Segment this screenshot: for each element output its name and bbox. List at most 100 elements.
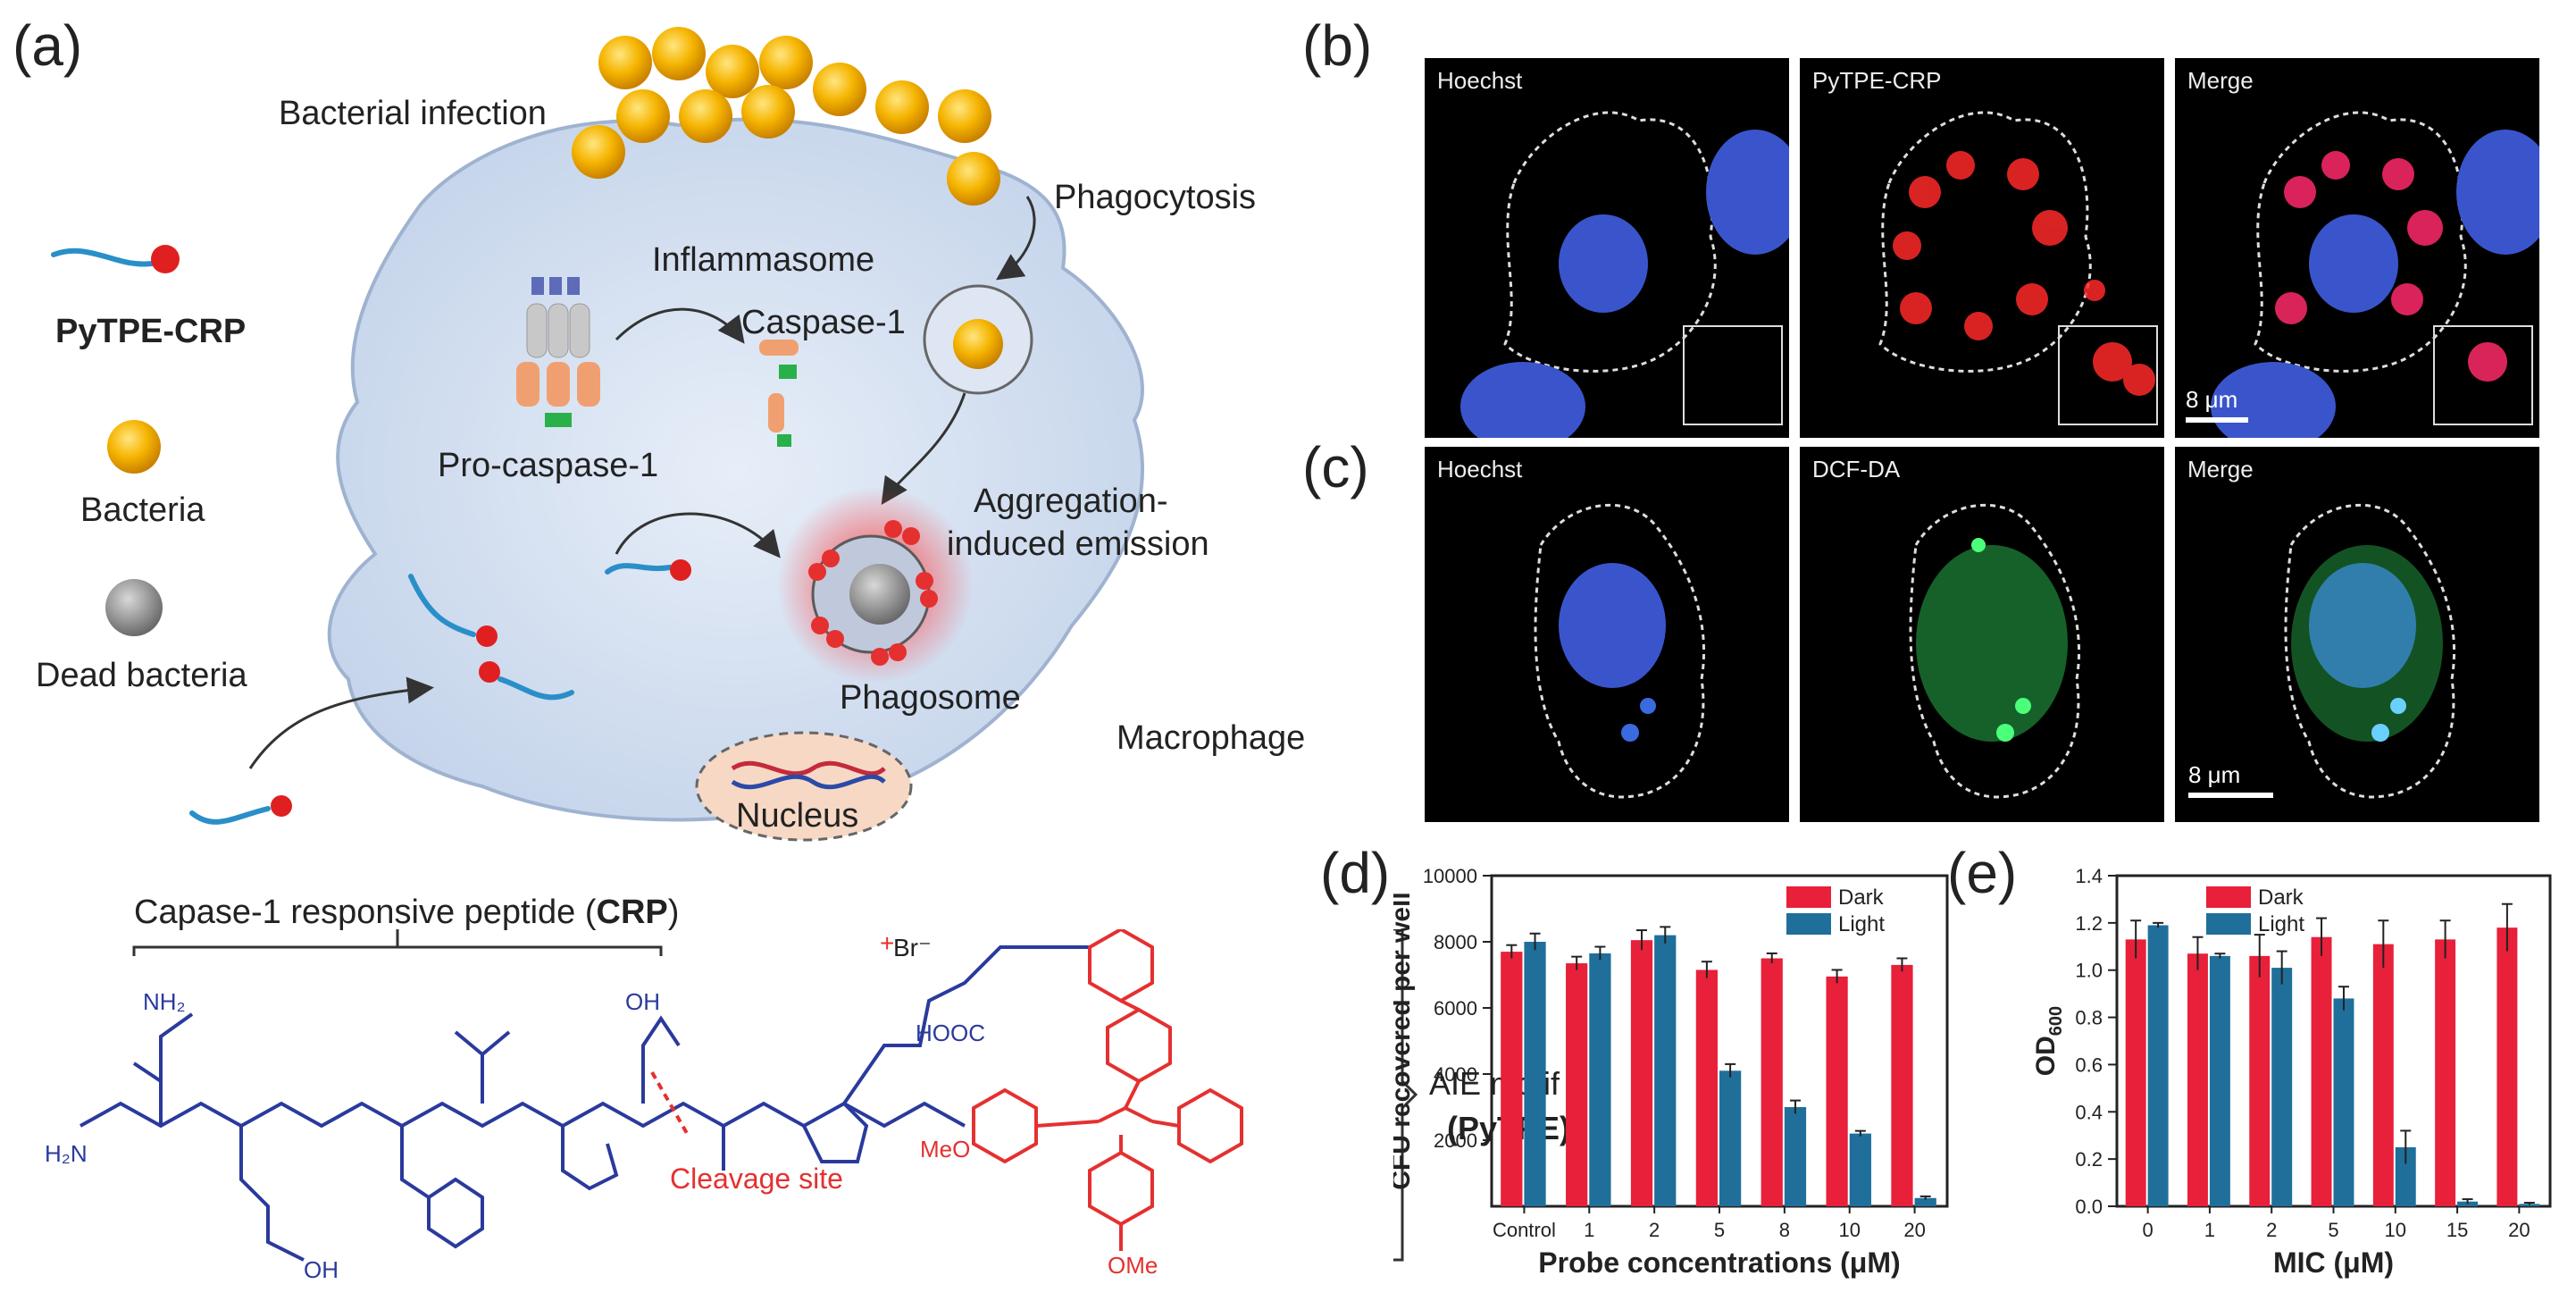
bar-dark <box>2311 936 2332 1206</box>
legend-label-dark: Dark <box>2258 886 2304 910</box>
bar-dark <box>1826 976 1848 1206</box>
bar-light <box>2271 968 2293 1206</box>
x-tick-label: 10 <box>1838 1219 1860 1241</box>
y-tick-label: 8000 <box>1434 931 1477 953</box>
x-tick-label: Control <box>1493 1219 1556 1241</box>
x-tick-label: 0 <box>2143 1219 2154 1241</box>
label-macrophage: Macrophage <box>1117 719 1306 757</box>
bar-light <box>2395 1146 2416 1206</box>
bar-light <box>1654 935 1677 1206</box>
svg-text:H₂N: H₂N <box>45 1140 88 1167</box>
y-tick-label: 0.6 <box>2075 1053 2103 1076</box>
x-tick-label: 5 <box>1714 1219 1725 1241</box>
x-tick-label: 5 <box>2328 1219 2338 1241</box>
panel-label-e: (e) <box>1947 841 2018 905</box>
panel-label-d: (d) <box>1320 841 1391 905</box>
micrograph-b-pytpe: PyTPE-CRP <box>1800 58 2164 438</box>
svg-text:OH: OH <box>625 988 660 1015</box>
bar-dark <box>1501 952 1523 1206</box>
bar-light <box>1784 1107 1807 1206</box>
label-caspase-1: Caspase-1 <box>741 304 906 341</box>
legend-label-dark: Dark <box>1838 886 1885 910</box>
bar-light <box>2333 998 2354 1206</box>
legend-swatch-light <box>2206 913 2251 935</box>
y-tick-label: 0.2 <box>2075 1148 2103 1171</box>
crp-label: Capase-1 responsive peptide (CRP) <box>134 894 680 931</box>
x-tick-label: 2 <box>1649 1219 1660 1241</box>
bar-light <box>1589 953 1611 1206</box>
svg-text:OH: OH <box>304 1256 339 1283</box>
bar-light <box>1524 942 1546 1206</box>
bar-dark <box>2497 927 2518 1206</box>
label-inflammasome: Inflammasome <box>652 241 875 279</box>
y-axis-label: OD600 <box>2031 1006 2066 1076</box>
bar-light <box>2457 1201 2479 1206</box>
x-axis-label: Probe concentrations (μM) <box>1538 1246 1900 1279</box>
micrograph-c-hoechst: Hoechst <box>1425 447 1789 822</box>
label-induced-emission: induced emission <box>947 525 1209 563</box>
y-tick-label: 6000 <box>1434 997 1477 1020</box>
y-tick-label: 0.0 <box>2075 1196 2103 1218</box>
legend-dead-bacteria-icon <box>105 579 163 636</box>
peptide-structure: Br⁻ + NH₂ H₂N OH OH HOOC MeO OMe Cleavag… <box>45 929 1570 1283</box>
scalebar-c: 8 μm <box>2188 761 2273 798</box>
y-axis-label: CFU recovered per well <box>1393 892 1416 1189</box>
x-tick-label: 20 <box>1903 1219 1925 1241</box>
legend-bacteria-label: Bacteria <box>80 491 205 529</box>
bar-dark <box>2125 939 2146 1206</box>
y-tick-label: 10000 <box>1423 865 1477 887</box>
y-tick-label: 0.4 <box>2075 1101 2103 1123</box>
x-tick-label: 8 <box>1779 1219 1790 1241</box>
y-tick-label: 4000 <box>1434 1063 1477 1086</box>
y-tick-label: 0.8 <box>2075 1007 2103 1029</box>
bar-dark <box>2372 944 2394 1206</box>
bar-dark <box>1891 964 1913 1206</box>
micrograph-b-merge: Merge <box>2175 58 2539 438</box>
bar-dark <box>1695 969 1718 1206</box>
bar-dark <box>2187 953 2208 1206</box>
x-tick-label: 2 <box>2266 1219 2277 1241</box>
x-tick-label: 1 <box>2204 1219 2215 1241</box>
bar-light <box>1849 1133 1871 1206</box>
bar-light <box>2519 1204 2540 1206</box>
svg-text:HOOC: HOOC <box>916 1020 985 1046</box>
bacteria-cluster <box>572 27 1000 206</box>
legend-probe-label: PyTPE-CRP <box>55 313 247 350</box>
probe-molecules <box>51 248 673 825</box>
y-tick-label: 2000 <box>1434 1129 1477 1152</box>
legend-swatch-dark <box>2206 886 2251 908</box>
svg-text:OMe: OMe <box>1108 1252 1158 1279</box>
micrograph-c-dcfda: DCF-DA <box>1800 447 2164 822</box>
panel-label-b: (b) <box>1302 13 1373 78</box>
bar-dark <box>1630 940 1653 1206</box>
legend-swatch-light <box>1786 913 1831 935</box>
bar-light <box>2147 925 2169 1206</box>
y-tick-label: 1.0 <box>2075 960 2103 982</box>
inflammasome-complex <box>516 277 600 427</box>
legend-label-light: Light <box>2258 912 2304 936</box>
y-tick-label: 1.2 <box>2075 912 2103 935</box>
label-nucleus: Nucleus <box>736 797 859 835</box>
bar-dark <box>1761 958 1783 1206</box>
label-pro-caspase-1: Pro-caspase-1 <box>438 447 659 484</box>
scalebar-b: 8 μm <box>2186 386 2248 423</box>
svg-text:NH₂: NH₂ <box>143 988 186 1015</box>
panel-label-a: (a) <box>13 13 83 78</box>
cleavage-site-label: Cleavage site <box>670 1163 843 1195</box>
x-tick-label: 20 <box>2508 1219 2530 1241</box>
panel-label-c: (c) <box>1302 435 1369 499</box>
bar-dark <box>2435 939 2456 1206</box>
legend-label-light: Light <box>1838 912 1885 936</box>
svg-text:Br⁻: Br⁻ <box>893 934 932 961</box>
bar-dark <box>2249 955 2271 1206</box>
x-axis-label: MIC (μM) <box>2273 1246 2394 1279</box>
y-tick-label: 1.4 <box>2075 865 2103 887</box>
label-phagocytosis: Phagocytosis <box>1054 179 1257 216</box>
legend-swatch-dark <box>1786 886 1831 908</box>
micrograph-b-hoechst: Hoechst <box>1425 58 1789 438</box>
label-aggregation: Aggregation- <box>974 483 1168 520</box>
x-tick-label: 1 <box>1584 1219 1594 1241</box>
bar-light <box>2209 955 2230 1206</box>
